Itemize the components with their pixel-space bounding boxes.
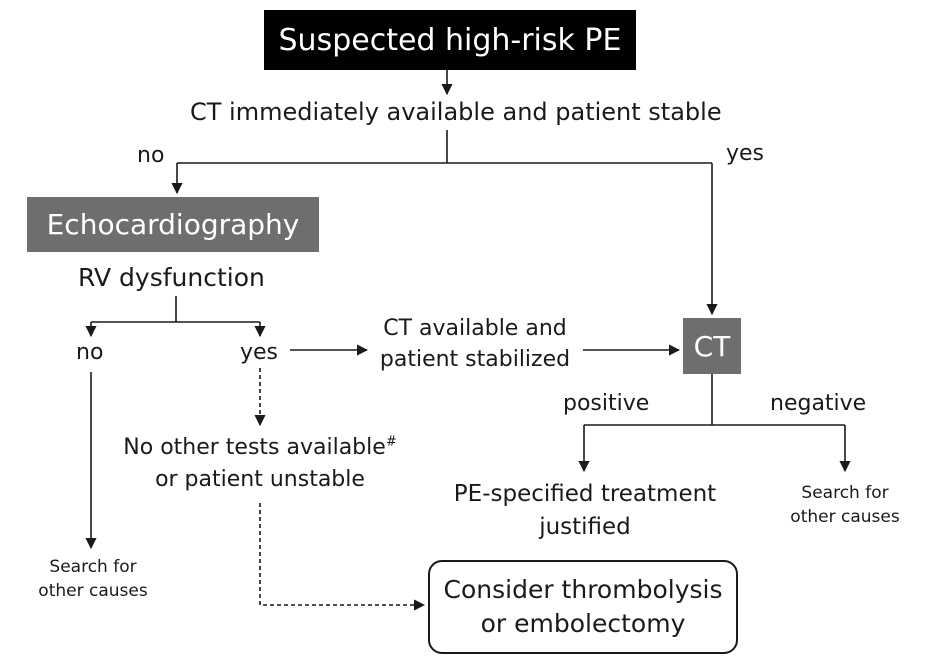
edge-label-top-no: no [137, 143, 165, 168]
edge-label-rv-yes: yes [240, 340, 279, 365]
final-line-1: Consider thrombolysis [443, 575, 723, 605]
arrow-no-tests-to-final [259, 503, 426, 611]
search-other-causes-left: Search for other causes [18, 556, 168, 604]
echocardiography-node-label: Echocardiography [46, 208, 300, 241]
consider-thrombolysis-node: Consider thrombolysis or embolectomy [428, 560, 738, 654]
search-left-line-1: Search for [49, 557, 137, 577]
no-other-tests-line-2: or patient unstable [155, 466, 365, 492]
echocardiography-node: Echocardiography [27, 197, 319, 252]
search-left-line-2: other causes [38, 580, 148, 601]
treatment-line-1: PE-specified treatment [453, 481, 717, 507]
search-right-line-1: Search for [801, 483, 889, 503]
no-other-tests-line-1: No other tests available# [123, 434, 397, 460]
start-node-label: Suspected high-risk PE [278, 22, 622, 58]
footnote-mark: # [385, 434, 397, 450]
start-node: Suspected high-risk PE [264, 10, 636, 70]
treatment-justified-node: PE-specified treatment justified [440, 478, 730, 545]
edge-label-ct-negative: negative [770, 391, 867, 416]
treatment-line-2: justified [539, 514, 631, 541]
edge-label-rv-no: no [76, 340, 104, 365]
question-ct-immediately-available: CT immediately available and patient sta… [190, 98, 722, 126]
ct-node: CT [683, 318, 741, 374]
final-line-2: or embolectomy [480, 609, 686, 638]
ct-available-node: CT available and patient stabilized [372, 314, 578, 376]
search-other-causes-right: Search for other causes [770, 482, 920, 530]
edge-label-ct-positive: positive [563, 391, 650, 416]
search-right-line-2: other causes [790, 506, 900, 527]
rv-dysfunction-label: RV dysfunction [78, 263, 265, 292]
edge-label-top-yes: yes [726, 141, 765, 166]
ct-available-line-2: patient stabilized [379, 346, 571, 372]
no-other-tests-node: No other tests available# or patient uns… [110, 432, 410, 496]
ct-available-line-1: CT available and [383, 316, 567, 341]
ct-node-label: CT [693, 329, 731, 363]
